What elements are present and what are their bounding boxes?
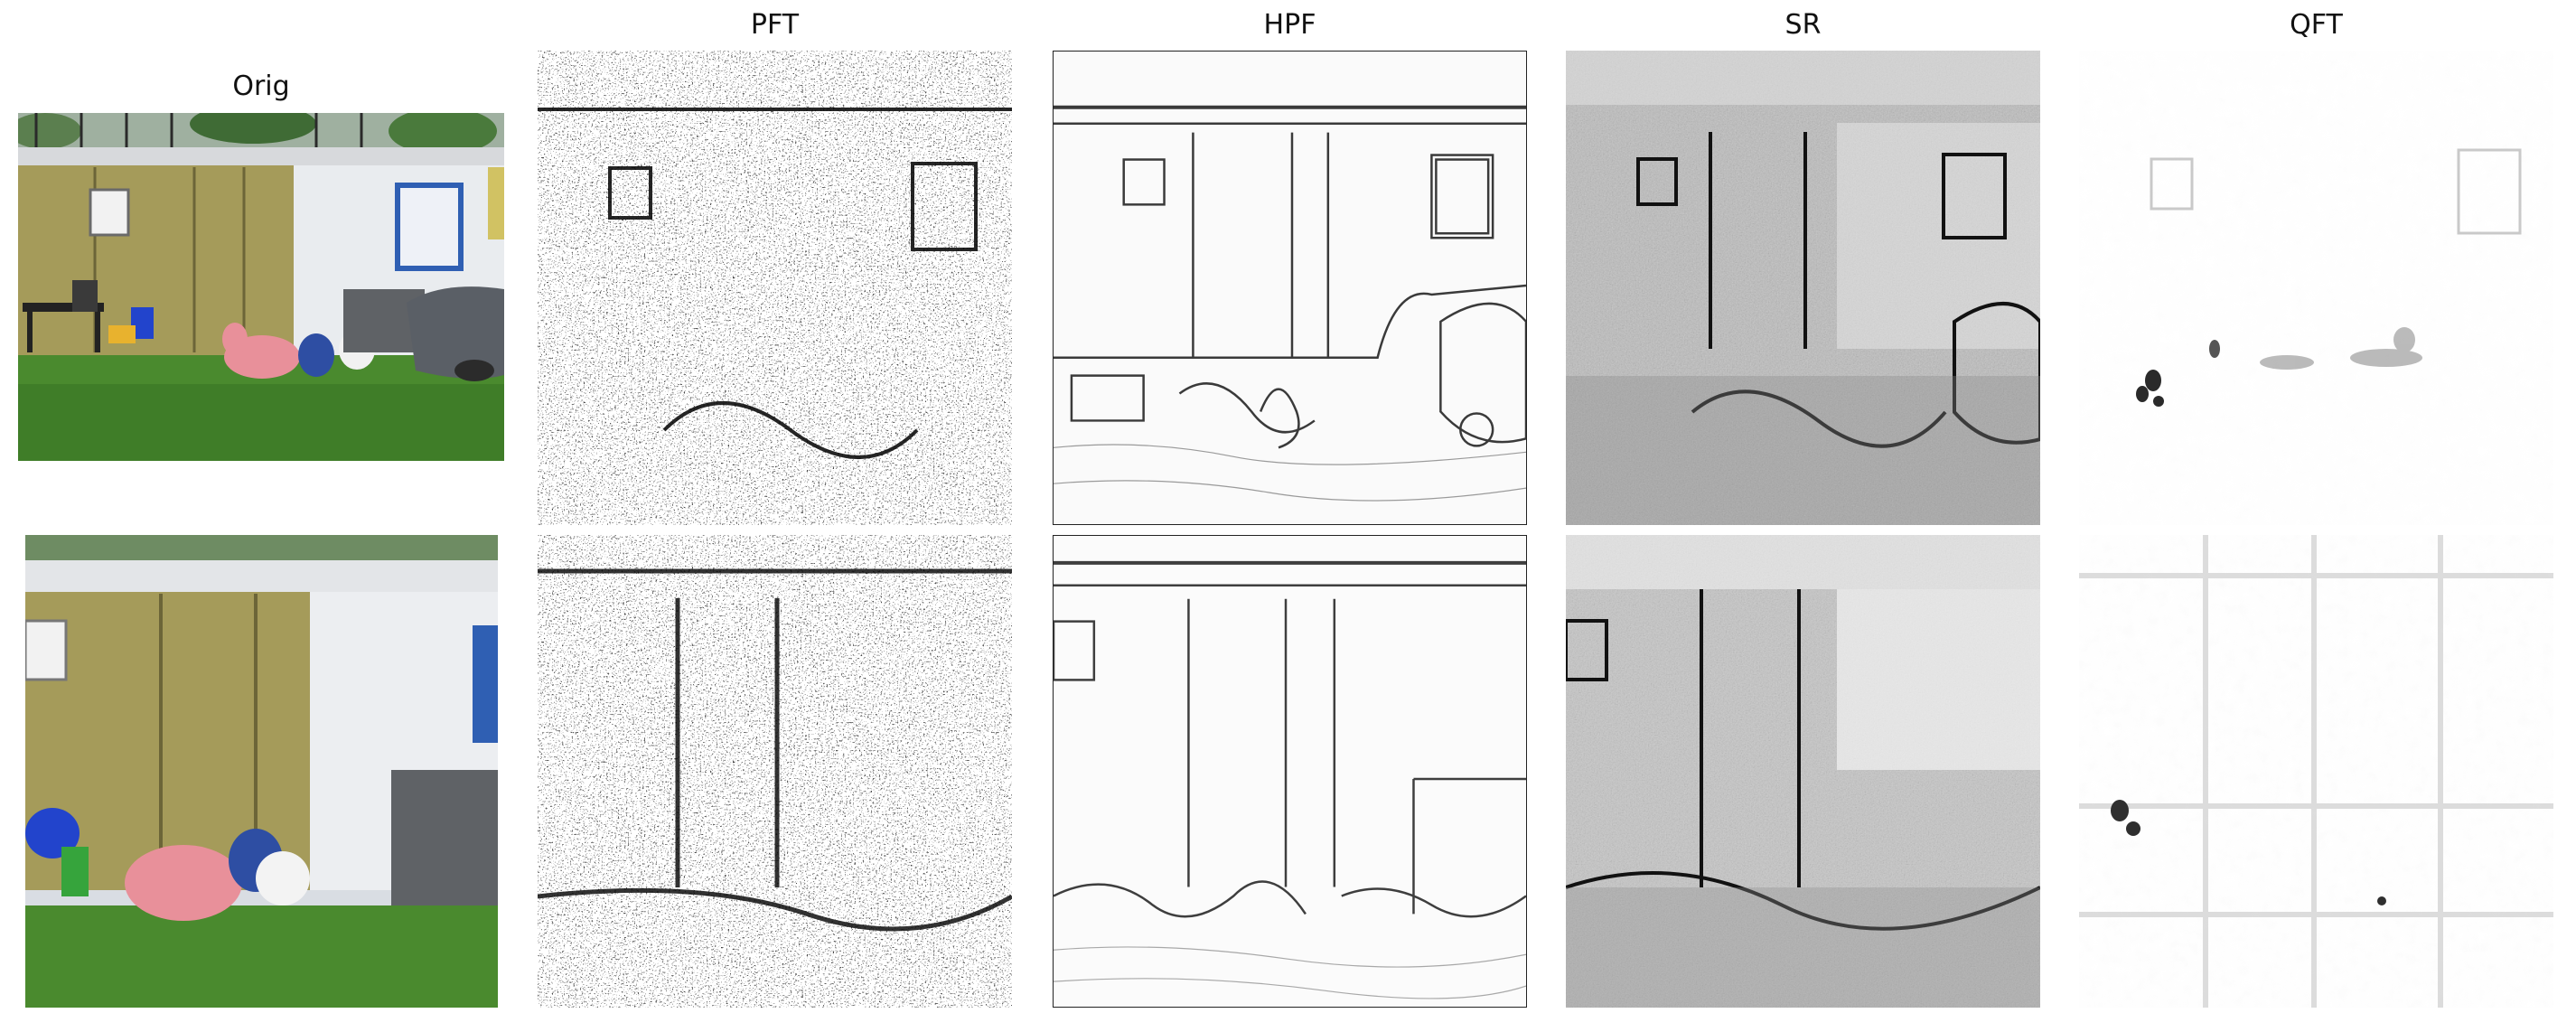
column-title-sr: SR (1784, 9, 1822, 41)
column-title-orig: Orig (232, 70, 290, 102)
column-title-qft: QFT (2290, 9, 2343, 41)
original-photo-full (18, 113, 504, 461)
sr-saliency-map-zoomed (1566, 535, 2040, 1008)
hpf-saliency-map-zoomed (1053, 535, 1527, 1008)
qft-saliency-map-full (2079, 51, 2553, 525)
original-photo-zoomed (25, 535, 498, 1008)
column-title-pft: PFT (750, 9, 800, 41)
pft-saliency-map-zoomed (538, 535, 1012, 1008)
pft-saliency-map-full (538, 51, 1012, 525)
sr-saliency-map-full (1566, 51, 2040, 525)
qft-saliency-map-zoomed (2079, 535, 2553, 1008)
column-title-hpf: HPF (1263, 9, 1316, 41)
hpf-saliency-map-full (1053, 51, 1527, 525)
